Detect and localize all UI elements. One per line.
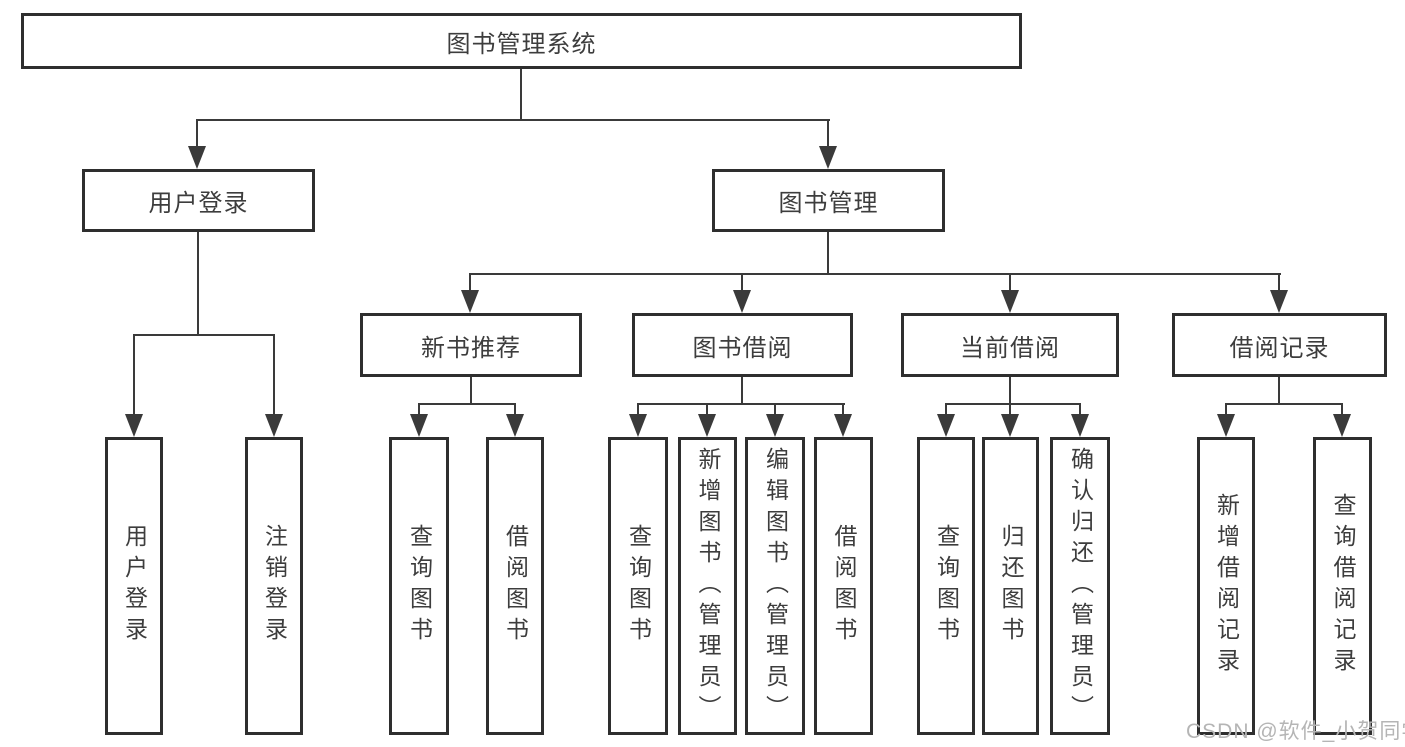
arrow-down-icon [265,414,283,437]
node-book-borrow: 图书借阅 [632,313,853,377]
node-book-management-module: 图书管理 [712,169,945,232]
arrow-down-icon [733,290,751,313]
leaf-borrow-books-recommend: 借阅图书 [486,437,544,735]
connector-line [470,377,472,405]
leaf-query-books-current: 查询图书 [917,437,975,735]
connector-line [1341,403,1343,416]
connector-line [741,273,743,293]
node-new-book-recommend: 新书推荐 [360,313,582,377]
connector-line [520,69,522,121]
connector-line [1225,403,1227,416]
connector-line [197,232,199,336]
connector-line [1278,273,1280,293]
arrow-down-icon [819,146,837,169]
connector-line [1009,403,1011,416]
leaf-logout: 注销登录 [245,437,303,735]
leaf-return-books: 归还图书 [982,437,1039,735]
arrow-down-icon [698,414,716,437]
connector-line [827,119,829,149]
connector-line [514,403,516,416]
arrow-down-icon [188,146,206,169]
connector-line [469,273,471,293]
arrow-down-icon [766,414,784,437]
arrow-down-icon [1217,414,1235,437]
connector-line [196,119,830,121]
connector-line [469,273,1281,275]
connector-line [133,334,135,416]
connector-line [1225,403,1343,405]
arrow-down-icon [1071,414,1089,437]
connector-line [273,334,275,416]
arrow-down-icon [506,414,524,437]
arrow-down-icon [410,414,428,437]
connector-line [418,403,516,405]
arrow-down-icon [1001,290,1019,313]
arrow-down-icon [461,290,479,313]
arrow-down-icon [125,414,143,437]
leaf-add-borrow-record: 新增借阅记录 [1197,437,1255,735]
connector-line [945,403,1081,405]
node-user-login-module: 用户登录 [82,169,315,232]
leaf-query-borrow-record: 查询借阅记录 [1313,437,1372,735]
leaf-add-books-admin: 新增图书（管理员） [678,437,737,735]
connector-line [637,403,639,416]
connector-line [1079,403,1081,416]
leaf-edit-books-admin: 编辑图书（管理员） [745,437,805,735]
leaf-query-books-borrow: 查询图书 [608,437,668,735]
connector-line [418,403,420,416]
connector-line [196,119,198,149]
node-current-borrow: 当前借阅 [901,313,1119,377]
leaf-user-login: 用户登录 [105,437,163,735]
connector-line [1009,273,1011,293]
arrow-down-icon [629,414,647,437]
leaf-confirm-return-admin: 确认归还（管理员） [1050,437,1110,735]
arrow-down-icon [1333,414,1351,437]
connector-line [741,377,743,405]
connector-line [637,403,845,405]
arrow-down-icon [834,414,852,437]
connector-line [706,403,708,416]
leaf-borrow-books: 借阅图书 [814,437,873,735]
connector-line [1009,377,1011,405]
arrow-down-icon [937,414,955,437]
connector-line [774,403,776,416]
arrow-down-icon [1270,290,1288,313]
connector-line [827,232,829,275]
connector-line [842,403,844,416]
connector-line [133,334,275,336]
arrow-down-icon [1001,414,1019,437]
leaf-query-books-recommend: 查询图书 [389,437,449,735]
csdn-watermark: CSDN @软件_小贺同学 [1186,720,1405,743]
node-borrow-records: 借阅记录 [1172,313,1387,377]
node-library-management-system: 图书管理系统 [21,13,1022,69]
connector-line [1278,377,1280,405]
connector-line [945,403,947,416]
